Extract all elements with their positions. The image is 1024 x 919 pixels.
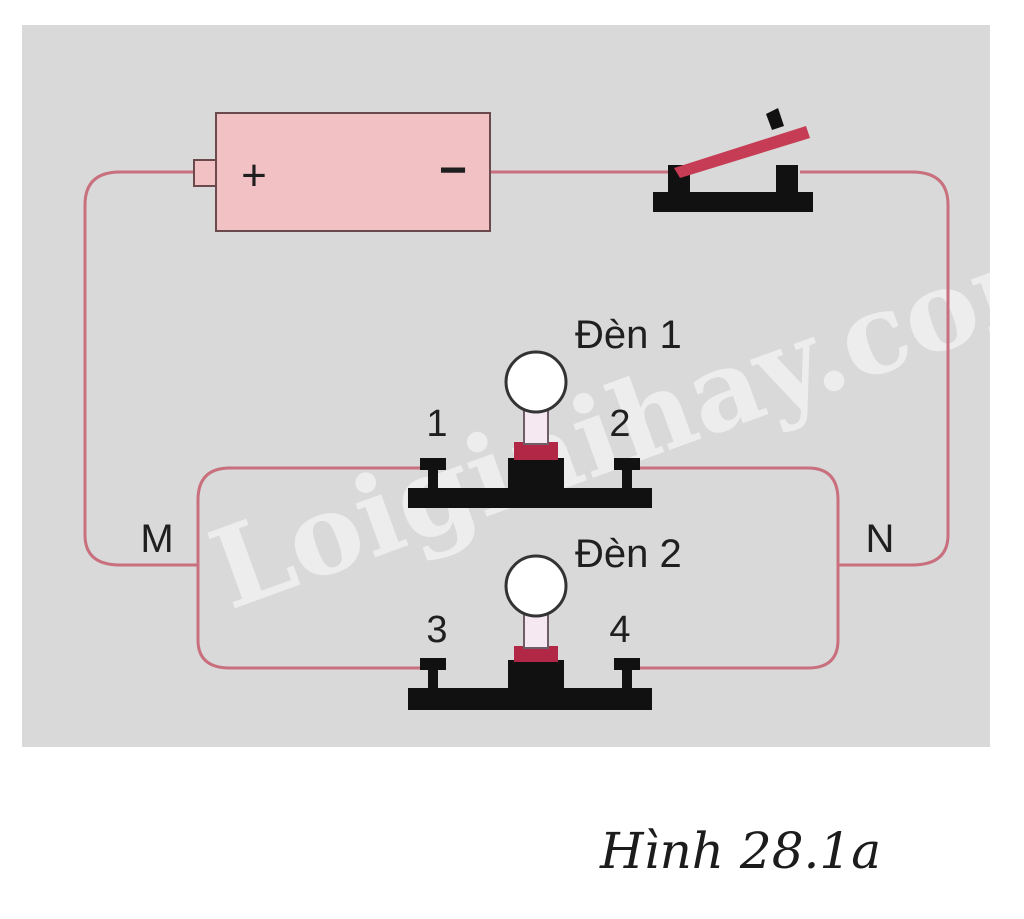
lamp2-label: Đèn 2 bbox=[575, 532, 682, 576]
wire-lamp1-to-n bbox=[628, 466, 840, 565]
lamp2-base bbox=[408, 688, 652, 710]
switch bbox=[653, 108, 813, 212]
lamp1-label: Đèn 1 bbox=[575, 313, 682, 357]
battery-body bbox=[215, 112, 491, 232]
switch-handle bbox=[766, 108, 784, 130]
wire-switch-to-n bbox=[800, 170, 950, 567]
lamp2-terminal-left-label: 3 bbox=[426, 609, 447, 651]
lamp1: Đèn 1 1 2 bbox=[408, 313, 682, 508]
lamp1-terminal-left-label: 1 bbox=[426, 403, 447, 445]
wire-m-to-lamp2 bbox=[196, 565, 428, 670]
lamp1-neck bbox=[514, 442, 558, 460]
switch-lever bbox=[674, 126, 810, 178]
node-n-label: N bbox=[866, 517, 895, 561]
lamp2-terminal-right-label: 4 bbox=[609, 609, 630, 651]
battery-cap bbox=[193, 159, 217, 187]
battery-plus-label: + bbox=[241, 151, 267, 200]
lamp2-terminal-right bbox=[614, 658, 640, 690]
lamp2-neck bbox=[514, 646, 558, 662]
node-m-label: M bbox=[140, 517, 173, 561]
wire-lamp2-to-n bbox=[628, 565, 840, 670]
lamp2: Đèn 2 3 4 bbox=[408, 532, 682, 710]
lamp1-socket bbox=[508, 458, 564, 490]
switch-post-right bbox=[776, 165, 798, 195]
wires bbox=[83, 170, 950, 670]
lamp2-socket bbox=[508, 660, 564, 690]
lamp2-terminal-left bbox=[420, 658, 446, 690]
lamp1-bulb bbox=[504, 350, 568, 414]
lamp1-terminal-right-label: 2 bbox=[609, 403, 630, 445]
battery-minus-label: − bbox=[439, 144, 467, 197]
lamp1-terminal-right bbox=[614, 458, 640, 490]
lamp1-terminal-left bbox=[420, 458, 446, 490]
switch-base bbox=[653, 192, 813, 212]
figure-caption: Hình 28.1a bbox=[600, 822, 882, 880]
battery: + − bbox=[193, 112, 491, 232]
wire-battery-to-m bbox=[83, 170, 198, 567]
lamp2-bulb bbox=[504, 554, 568, 618]
wire-m-to-lamp1 bbox=[196, 466, 428, 565]
lamp1-base bbox=[408, 488, 652, 508]
